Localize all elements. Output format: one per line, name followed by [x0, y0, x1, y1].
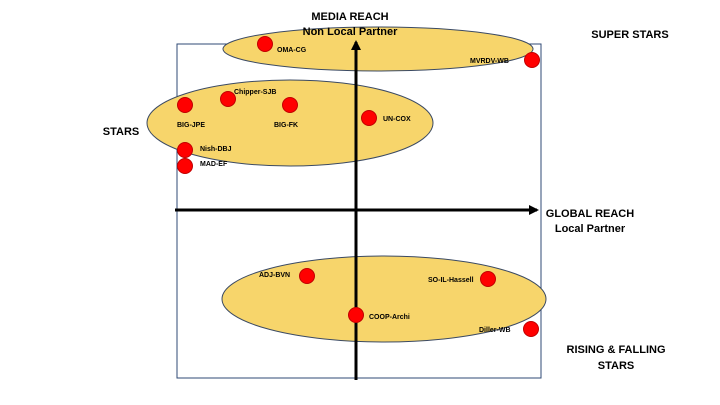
horizontal-axis-title: GLOBAL REACH [546, 208, 634, 220]
point-label: Nish-DBJ [200, 146, 232, 153]
point-dot [524, 52, 540, 68]
vertical-axis-subtitle: Non Local Partner [303, 26, 398, 38]
point-label: Diller-WB [479, 327, 511, 334]
super-stars-ellipse [222, 26, 534, 72]
point-dot [348, 307, 364, 323]
point-dot [480, 271, 496, 287]
stars-ellipse [146, 79, 434, 167]
point-big-fk: BIG-FK [274, 97, 298, 129]
point-coop-archi: COOP-Archi [348, 307, 410, 323]
point-label: COOP-Archi [369, 314, 410, 321]
horizontal-axis-subtitle: Local Partner [555, 223, 626, 235]
rising-falling-label-line1: RISING & FALLING [567, 344, 666, 356]
point-nish-dbj: Nish-DBJ [177, 142, 232, 158]
point-label: Chipper-SJB [234, 89, 276, 96]
point-dot [220, 91, 236, 107]
point-adj-bvn: ADJ-BVN [259, 268, 315, 284]
point-label: BIG-JPE [177, 122, 205, 129]
point-dot [282, 97, 298, 113]
point-dot [177, 142, 193, 158]
point-label: MAD-EF [200, 161, 228, 168]
point-chipper-sjb: Chipper-SJB [220, 89, 276, 107]
point-dot [177, 97, 193, 113]
point-diller-wb: Diller-WB [479, 321, 539, 337]
point-dot [257, 36, 273, 52]
point-label: OMA-CG [277, 47, 307, 54]
point-mvrdv-wb: MVRDV-WB [470, 52, 540, 68]
point-dot [361, 110, 377, 126]
rising-falling-label-line2: STARS [598, 360, 634, 372]
point-oma-cg: OMA-CG [257, 36, 307, 54]
point-mad-ef: MAD-EF [177, 158, 228, 174]
point-label: UN-COX [383, 116, 411, 123]
point-label: SO-IL-Hassell [428, 277, 474, 284]
point-big-jpe: BIG-JPE [177, 97, 205, 129]
stars-label: STARS [103, 126, 139, 138]
point-label: MVRDV-WB [470, 58, 509, 65]
point-label: BIG-FK [274, 122, 298, 129]
super-stars-label: SUPER STARS [591, 29, 668, 41]
point-label: ADJ-BVN [259, 272, 290, 279]
point-so-il-hassell: SO-IL-Hassell [428, 271, 496, 287]
point-dot [523, 321, 539, 337]
point-dot [299, 268, 315, 284]
point-dot [177, 158, 193, 174]
vertical-axis-title: MEDIA REACH [311, 11, 388, 23]
point-un-cox: UN-COX [361, 110, 411, 126]
